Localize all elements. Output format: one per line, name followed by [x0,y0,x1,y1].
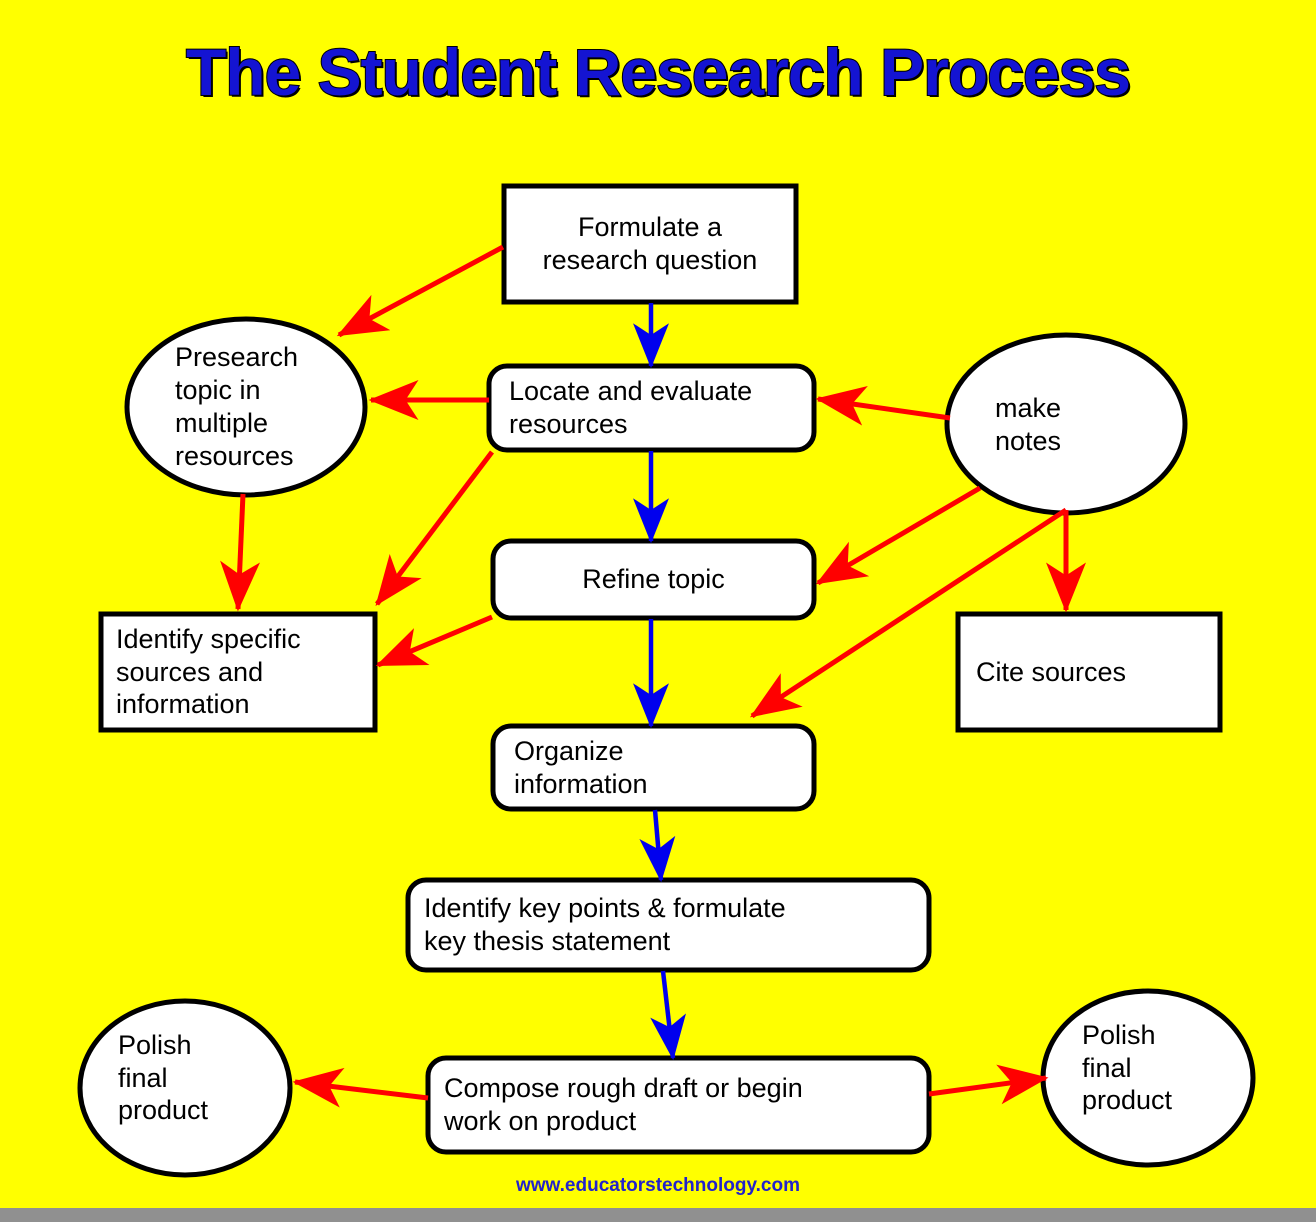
edge-makenotes-organize [749,507,1068,719]
edge-presearch-identify [220,493,261,612]
footer-url[interactable]: www.educatorstechnology.com [516,1175,800,1196]
node-shape-cite [955,611,1223,733]
node-label-refine: Refine topic [582,564,725,595]
node-refine[interactable]: Refine topic [493,541,814,618]
bottom-bar [0,1208,1316,1222]
edge-locate-identify [375,450,494,606]
edge-organize-keypoints [639,809,676,883]
edge-keypoints-compose [650,970,687,1061]
node-shape-identify [98,611,378,733]
node-shape-formulate [501,183,799,305]
node-shape-presearch [124,316,368,498]
edge-formulate-presearch [336,244,505,338]
edge-compose-polishleft [292,1067,429,1108]
node-shape-polishleft [77,998,293,1178]
edge-makenotes-locate [815,385,951,426]
edge-makenotes-refine [815,485,982,586]
node-cite[interactable]: Cite sources [976,614,1210,730]
edge-refine-identify [375,614,493,668]
edge-compose-polishright [928,1064,1049,1105]
page-title: The Student Research Process [185,34,1132,110]
node-label-cite: Cite sources [976,656,1127,687]
